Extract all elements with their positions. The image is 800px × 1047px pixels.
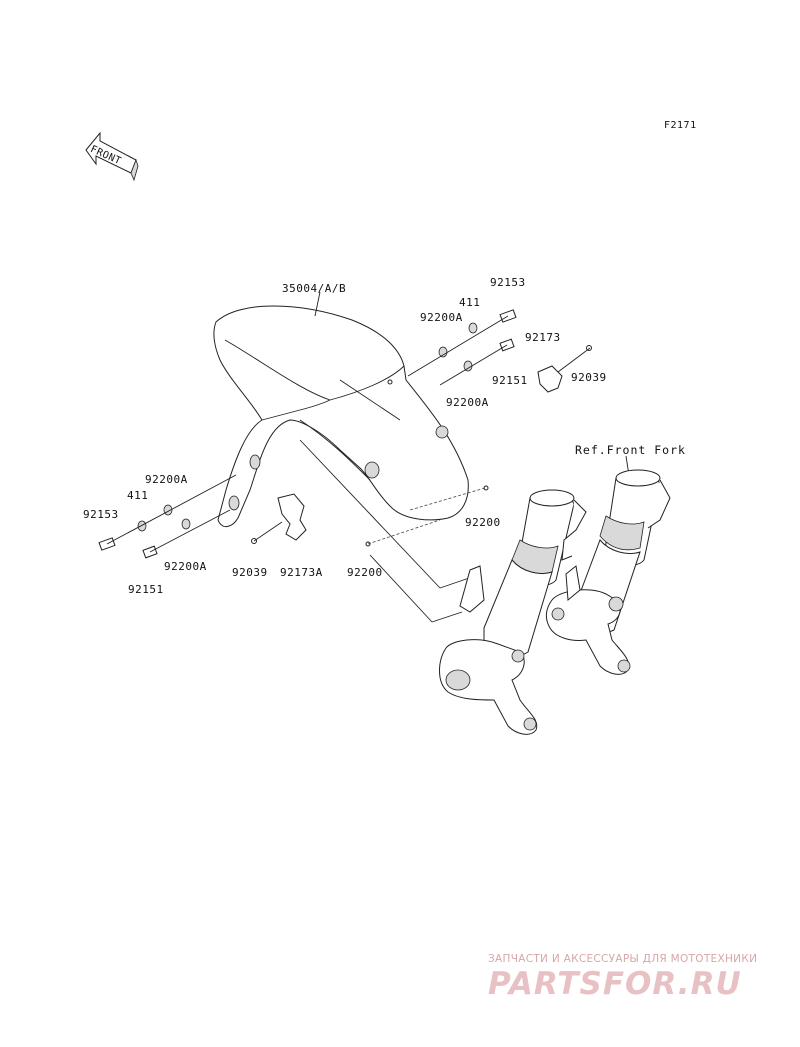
front-fender	[213, 305, 469, 527]
figure-code: F2171	[664, 120, 697, 131]
callout-35004: 35004/A/B	[282, 282, 347, 295]
callout-92173a: 92173A	[280, 566, 323, 579]
front-fork-left	[439, 489, 587, 735]
callout-92200-left: 92200	[347, 566, 383, 579]
callout-411-left: 411	[127, 489, 149, 502]
watermark-logo: PARTSFOR.RU	[488, 966, 742, 1002]
watermark-tagline: ЗАПЧАСТИ И АКСЕССУАРЫ ДЛЯ МОТОТЕХНИКИ	[488, 953, 758, 965]
callout-92151-left: 92151	[128, 583, 164, 596]
callout-92200a-right-bottom: 92200A	[446, 396, 489, 409]
front-fork-right	[545, 469, 671, 675]
callout-92173: 92173	[525, 331, 561, 344]
callout-92200a-right-top: 92200A	[420, 311, 463, 324]
callout-92153-left: 92153	[83, 508, 119, 521]
callout-92151-right: 92151	[492, 374, 528, 387]
callout-92200a-left-bottom: 92200A	[164, 560, 207, 573]
callout-411-right: 411	[459, 296, 481, 309]
ref-front-fork: Ref.Front Fork	[575, 443, 686, 457]
callout-92039-left: 92039	[232, 566, 268, 579]
callout-92153-right: 92153	[490, 276, 526, 289]
callout-92200a-left-top: 92200A	[145, 473, 188, 486]
callout-92200-right: 92200	[465, 516, 501, 529]
front-arrow-icon	[85, 131, 139, 182]
callout-92039-right: 92039	[571, 371, 607, 384]
